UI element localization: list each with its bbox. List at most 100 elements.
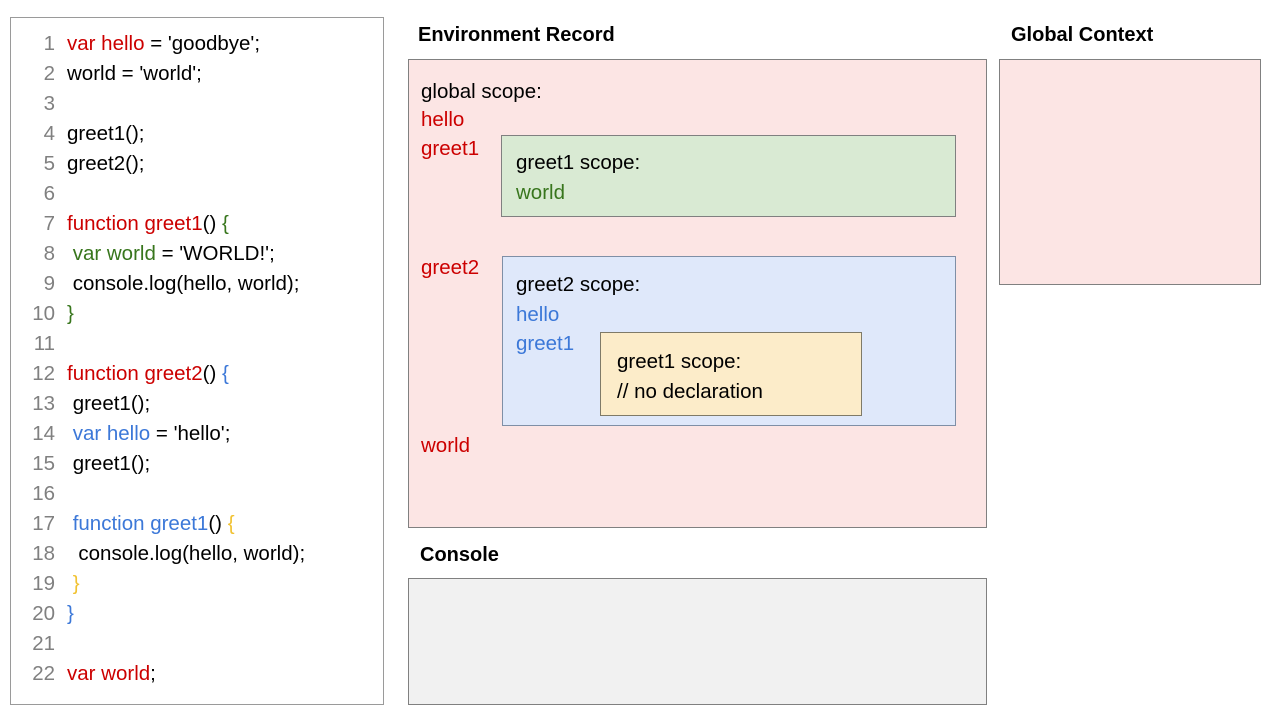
code-line-number: 8 bbox=[43, 242, 55, 265]
greet1-nested-scope-box bbox=[600, 332, 862, 416]
code-token: var hello bbox=[67, 32, 145, 55]
code-line-number: 21 bbox=[32, 632, 55, 655]
greet1-scope-label: greet1 scope: bbox=[516, 151, 641, 174]
code-token: { bbox=[221, 212, 229, 235]
code-token: greet1(); bbox=[67, 122, 145, 145]
code-token: console.log(hello, world); bbox=[67, 542, 306, 565]
code-line: 21 bbox=[11, 629, 383, 659]
global-context-title: Global Context bbox=[1011, 24, 1154, 46]
greet1-scope-box bbox=[501, 135, 956, 217]
code-token: function greet1 bbox=[67, 212, 203, 235]
code-token: = 'goodbye'; bbox=[144, 32, 261, 55]
code-token: = 'hello'; bbox=[150, 422, 231, 445]
code-line: 2 world = 'world'; bbox=[11, 59, 383, 89]
code-token: world = 'world'; bbox=[67, 62, 202, 85]
code-line: 19 } bbox=[11, 569, 383, 599]
code-token: var world bbox=[72, 242, 156, 265]
global-context-box bbox=[999, 59, 1261, 285]
code-token: { bbox=[227, 512, 235, 535]
code-line-number: 22 bbox=[32, 662, 55, 685]
code-line-number: 11 bbox=[33, 332, 55, 355]
code-token: } bbox=[67, 602, 74, 625]
code-token: function greet2 bbox=[67, 362, 203, 385]
code-token: var hello bbox=[72, 422, 151, 445]
code-token: } bbox=[72, 572, 80, 595]
code-line-text: var hello = 'hello'; bbox=[55, 419, 231, 449]
code-line-number: 14 bbox=[32, 422, 55, 445]
code-line-number: 1 bbox=[43, 32, 55, 55]
code-line-number: 13 bbox=[32, 392, 55, 415]
code-line-text: greet1(); bbox=[55, 449, 150, 479]
code-line-number: 2 bbox=[43, 62, 55, 85]
code-token: () bbox=[202, 212, 222, 235]
code-line-text: var hello = 'goodbye'; bbox=[55, 29, 260, 59]
code-line: 13 greet1(); bbox=[11, 389, 383, 419]
code-line-number: 9 bbox=[43, 272, 55, 295]
code-line-number: 3 bbox=[43, 92, 55, 115]
code-line-text: function greet1() { bbox=[55, 209, 229, 239]
code-line-text: } bbox=[55, 599, 74, 629]
code-line: 6 bbox=[11, 179, 383, 209]
code-token: { bbox=[221, 362, 229, 385]
greet1-binding-world: world bbox=[516, 181, 565, 204]
greet1-nested-scope-label: greet1 scope: bbox=[617, 350, 742, 373]
code-line-number: 16 bbox=[32, 482, 55, 505]
code-line: 8 var world = 'WORLD!'; bbox=[11, 239, 383, 269]
code-line: 20} bbox=[11, 599, 383, 629]
code-line: 18 console.log(hello, world); bbox=[11, 539, 383, 569]
code-token: () bbox=[208, 512, 228, 535]
code-line: 14 var hello = 'hello'; bbox=[11, 419, 383, 449]
code-line-text: greet1(); bbox=[55, 119, 144, 149]
code-line-text: console.log(hello, world); bbox=[55, 269, 300, 299]
code-token: var world bbox=[67, 662, 151, 685]
code-line-number: 17 bbox=[32, 512, 55, 535]
code-line-number: 7 bbox=[43, 212, 55, 235]
global-binding-hello: hello bbox=[421, 108, 465, 131]
code-token: ; bbox=[150, 662, 156, 685]
code-token: greet1(); bbox=[67, 452, 151, 475]
global-scope-label: global scope: bbox=[421, 80, 542, 103]
code-token: function greet1 bbox=[72, 512, 209, 535]
greet2-binding-hello: hello bbox=[516, 303, 560, 326]
code-token: console.log(hello, world); bbox=[67, 272, 300, 295]
global-binding-world: world bbox=[421, 434, 470, 457]
code-line: 3 bbox=[11, 89, 383, 119]
code-line-text: var world = 'WORLD!'; bbox=[55, 239, 275, 269]
code-line-text: console.log(hello, world); bbox=[55, 539, 305, 569]
code-line-number: 18 bbox=[32, 542, 55, 565]
code-line-text: greet1(); bbox=[55, 389, 150, 419]
code-line-text: } bbox=[55, 299, 74, 329]
code-line-number: 19 bbox=[32, 572, 55, 595]
global-binding-greet1: greet1 bbox=[421, 137, 480, 160]
greet2-scope-label: greet2 scope: bbox=[516, 273, 641, 296]
code-line-number: 12 bbox=[32, 362, 55, 385]
global-binding-greet2: greet2 bbox=[421, 256, 480, 279]
code-token: () bbox=[202, 362, 222, 385]
code-line: 10} bbox=[11, 299, 383, 329]
code-line-text: world = 'world'; bbox=[55, 59, 202, 89]
code-line: 17 function greet1() { bbox=[11, 509, 383, 539]
code-line: 5 greet2(); bbox=[11, 149, 383, 179]
code-token: = 'WORLD!'; bbox=[155, 242, 275, 265]
code-line-number: 6 bbox=[43, 182, 55, 205]
code-line: 9 console.log(hello, world); bbox=[11, 269, 383, 299]
code-line: 22 var world; bbox=[11, 659, 383, 689]
code-line: 15 greet1(); bbox=[11, 449, 383, 479]
code-line-text: } bbox=[55, 569, 80, 599]
code-token: greet2(); bbox=[67, 152, 145, 175]
code-line-number: 15 bbox=[32, 452, 55, 475]
code-line-number: 5 bbox=[43, 152, 55, 175]
code-token: } bbox=[67, 302, 74, 325]
code-line-number: 20 bbox=[32, 602, 55, 625]
code-line-text: function greet2() { bbox=[55, 359, 229, 389]
code-line-text: function greet1() { bbox=[55, 509, 235, 539]
code-line: 11 bbox=[11, 329, 383, 359]
environment-record-title: Environment Record bbox=[418, 24, 615, 46]
code-line-number: 10 bbox=[32, 302, 55, 325]
